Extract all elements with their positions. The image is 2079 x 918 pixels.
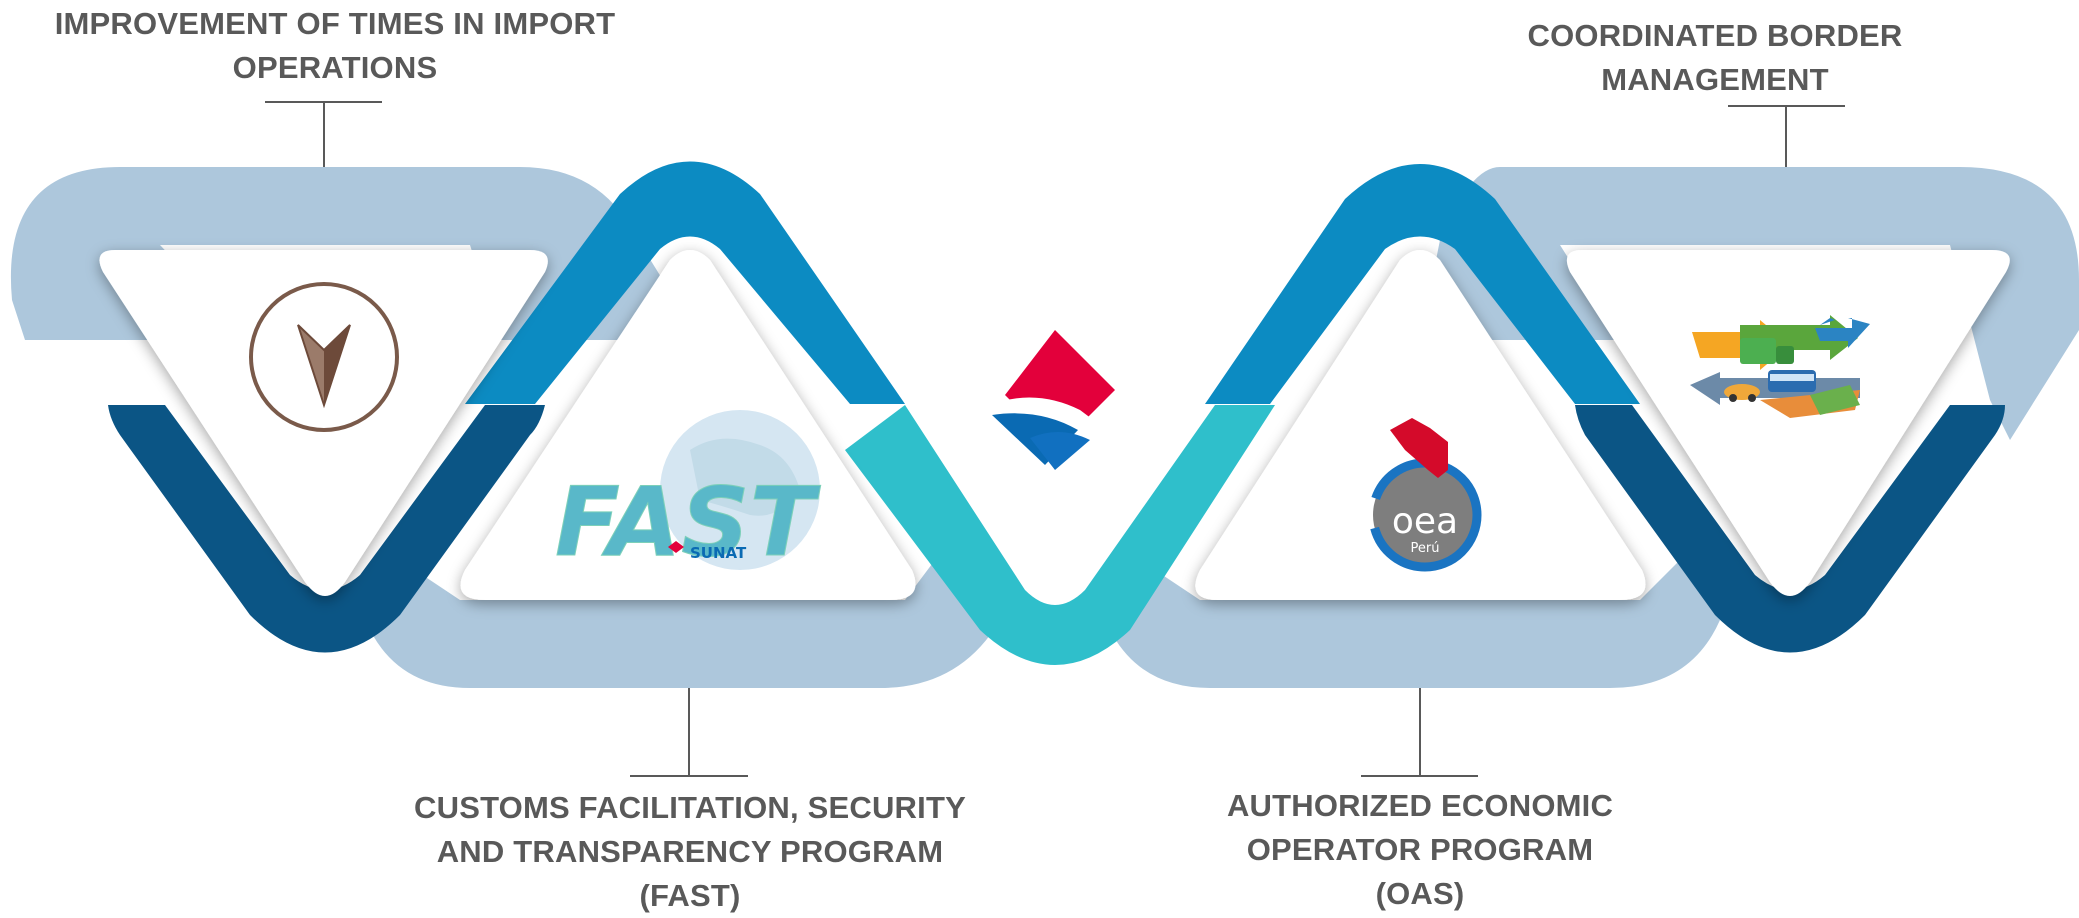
- label-line: IMPROVEMENT OF TIMES IN IMPORT: [54, 6, 616, 41]
- light-band-right: [1420, 167, 2079, 440]
- triangle-card-4: [1566, 250, 2010, 596]
- label-line: (OAS): [1375, 876, 1465, 911]
- oea-peru-logo: oea Perú: [1368, 418, 1482, 572]
- label-line: COORDINATED BORDER: [1527, 18, 1903, 53]
- label-line: OPERATIONS: [232, 50, 438, 85]
- light-band-bottom-1: [370, 560, 1000, 688]
- mid-band-left: [465, 161, 905, 404]
- fast-logo: FAST SUNAT: [555, 410, 822, 579]
- label-line: OPERATOR PROGRAM: [1246, 832, 1594, 867]
- border-logistics-icon: [1690, 315, 1870, 418]
- teal-band: [845, 405, 1275, 665]
- svg-text:FAST: FAST: [555, 468, 822, 578]
- svg-text:oea: oea: [1392, 501, 1458, 542]
- label-oas-program: AUTHORIZED ECONOMIC OPERATOR PROGRAM (OA…: [1150, 784, 1690, 916]
- mid-band-right: [1205, 164, 1640, 404]
- light-band-bottom-2: [1110, 560, 1720, 688]
- label-improvement-of-times: IMPROVEMENT OF TIMES IN IMPORT OPERATION…: [15, 2, 655, 90]
- dark-band-right: [1575, 405, 2005, 653]
- label-line: (FAST): [639, 878, 741, 913]
- label-line: MANAGEMENT: [1601, 62, 1829, 97]
- sunat-logo: [990, 330, 1115, 470]
- label-fast-program: CUSTOMS FACILITATION, SECURITY AND TRANS…: [370, 786, 1010, 918]
- label-line: CUSTOMS FACILITATION, SECURITY: [414, 790, 966, 825]
- dark-band-left: [108, 405, 545, 653]
- label-line: AND TRANSPARENCY PROGRAM: [436, 834, 944, 869]
- connectors: [265, 101, 1845, 777]
- compass-icon: [249, 282, 399, 432]
- svg-text:Perú: Perú: [1411, 541, 1440, 556]
- svg-text:SUNAT: SUNAT: [690, 544, 747, 562]
- label-line: AUTHORIZED ECONOMIC: [1226, 788, 1614, 823]
- label-coordinated-border-management: COORDINATED BORDER MANAGEMENT: [1480, 14, 1950, 102]
